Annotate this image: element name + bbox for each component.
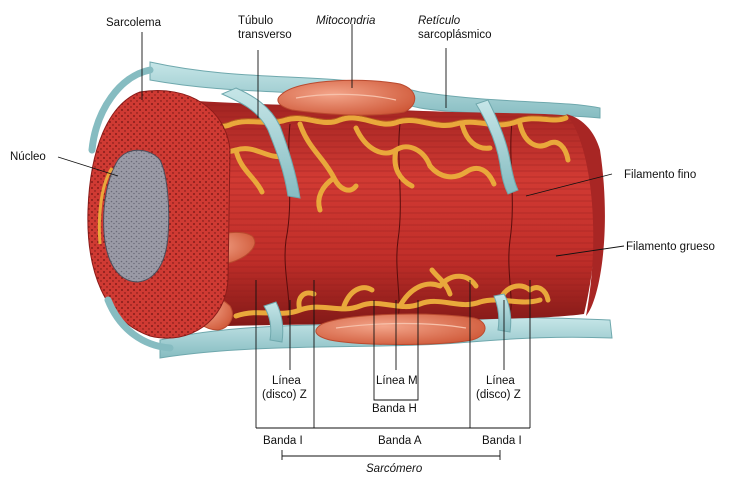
m-line-striation	[396, 123, 401, 319]
label-linea-z-right-1: Línea	[486, 375, 515, 387]
transverse-tubules	[220, 87, 519, 343]
label-banda-h: Banda H	[372, 403, 417, 415]
label-banda-a: Banda A	[378, 435, 422, 447]
labels: Sarcolema Túbulo transverso Mitocondria …	[10, 15, 715, 475]
label-linea-z-left-2: (disco) Z	[262, 389, 307, 401]
label-tubulo-line1: Túbulo	[238, 15, 273, 27]
label-nucleo: Núcleo	[10, 151, 46, 163]
label-linea-z-right-2: (disco) Z	[476, 389, 521, 401]
label-filamento-grueso: Filamento grueso	[626, 241, 715, 253]
label-tubulo-line2: transverso	[238, 29, 292, 41]
label-sarcolema: Sarcolema	[106, 17, 162, 29]
label-reticulo-line2: sarcoplásmico	[418, 29, 492, 41]
label-banda-i-left: Banda I	[263, 435, 303, 447]
z-line-right-striation	[508, 121, 513, 315]
label-linea-z-left-1: Línea	[272, 375, 301, 387]
sarcoplasmic-reticulum-top-outline	[177, 114, 567, 125]
label-banda-i-right: Banda I	[482, 435, 522, 447]
muscle-fiber	[140, 96, 605, 330]
label-linea-m: Línea M	[376, 375, 418, 387]
label-mitocondria: Mitocondria	[316, 15, 375, 27]
label-sarcomero: Sarcómero	[366, 463, 423, 475]
label-filamento-fino: Filamento fino	[624, 169, 696, 181]
leader-lines	[57, 24, 625, 460]
label-reticulo-line1: Retículo	[418, 15, 461, 27]
